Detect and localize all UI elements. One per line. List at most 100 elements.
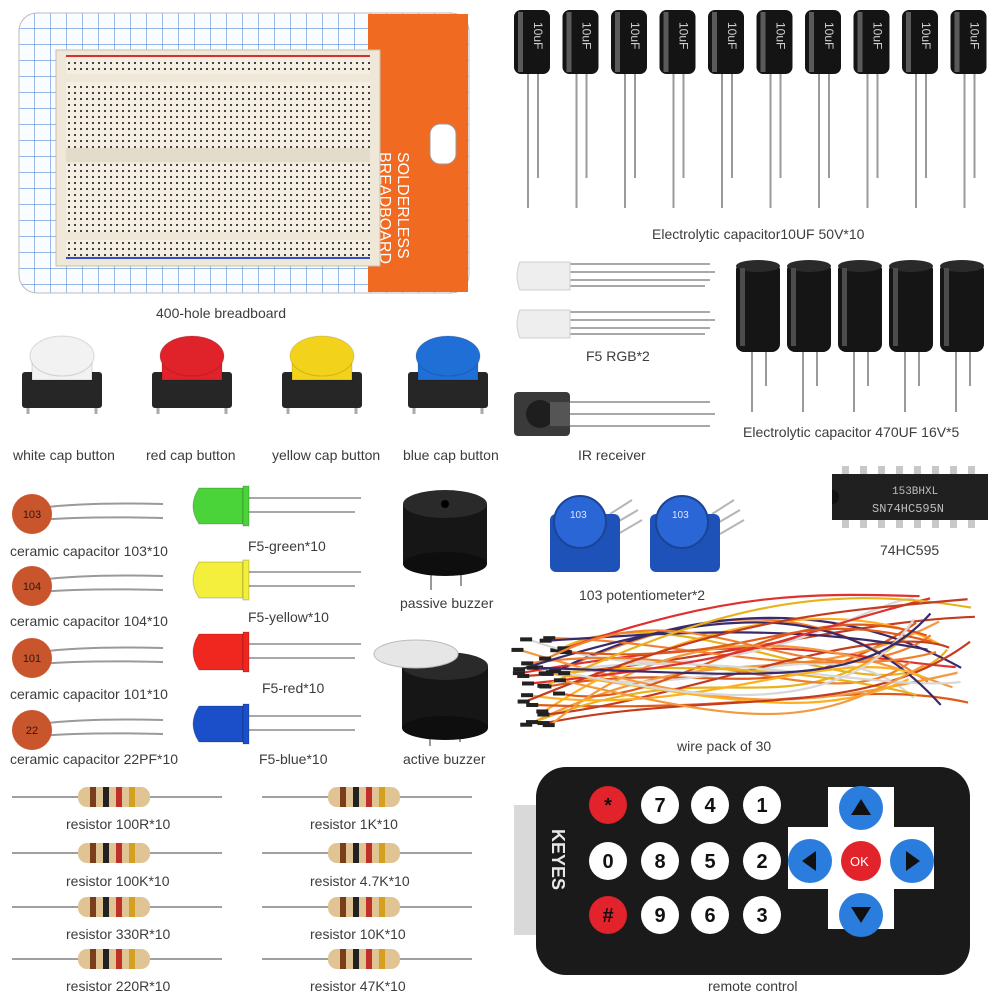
capacitor-10uf: 10uF: [902, 10, 938, 208]
capacitor-10uf-text: 10uF: [580, 22, 594, 49]
remote-key-label: 3: [756, 905, 767, 927]
remote-key-9[interactable]: [641, 896, 679, 934]
passive-buzzer-label: passive buzzer: [400, 595, 494, 611]
resistor-label-47k: resistor 47K*10: [310, 978, 406, 994]
capacitor-10uf-text: 10uF: [628, 22, 642, 49]
ic-label: 74HC595: [880, 542, 940, 558]
resistor-3: [262, 838, 474, 868]
resistor-label-10k: resistor 10K*10: [310, 926, 406, 942]
jumper-wire: [527, 620, 940, 726]
ceramic-code: 103: [23, 509, 41, 521]
capacitor-470uf-label: Electrolytic capacitor 470UF 16V*5: [743, 424, 960, 440]
led-0: [185, 484, 365, 528]
ceramic-capacitors: 103 104 101 22: [0, 490, 180, 770]
wire-tip: [526, 665, 539, 670]
ceramic-label-104: ceramic capacitor 104*10: [10, 613, 168, 629]
push-button-3: [404, 328, 492, 438]
remote-key-label: 9: [654, 905, 665, 927]
resistor-0: [12, 782, 224, 812]
jumper-wire: [549, 667, 917, 696]
wire-tip: [553, 678, 566, 683]
ir-receiver-label: IR receiver: [578, 447, 646, 463]
wire-tip: [521, 661, 534, 666]
capacitor-10uf-text: 10uF: [531, 22, 545, 49]
ceramic-code: 101: [23, 653, 41, 665]
wire-tip: [520, 722, 533, 727]
resistor-6: [12, 944, 224, 974]
wire-tip: [517, 699, 530, 704]
led-label-green: F5-green*10: [248, 538, 326, 554]
capacitor-10uf: 10uF: [708, 10, 744, 208]
remote-key-label: #: [602, 905, 613, 927]
remote-key-2[interactable]: [691, 786, 729, 824]
remote-key-8[interactable]: [589, 896, 627, 934]
remote-key-5[interactable]: [641, 842, 679, 880]
wire-tip: [539, 638, 552, 643]
capacitor-10uf-text: 10uF: [725, 22, 739, 49]
wires-label: wire pack of 30: [677, 738, 772, 754]
ceramic-label-22pf: ceramic capacitor 22PF*10: [10, 751, 179, 767]
wire-tip: [513, 667, 526, 672]
wire-tip: [511, 647, 524, 652]
button-label-yellow: yellow cap button: [272, 447, 381, 463]
potentiometer-cap-text-2: 103: [672, 510, 689, 521]
ceramic-label-101: ceramic capacitor 101*10: [10, 686, 168, 702]
resistor-7: [262, 944, 474, 974]
jumper-wire: [529, 597, 931, 685]
remote-key-0[interactable]: [589, 786, 627, 824]
wire-tip: [537, 712, 550, 717]
remote-key-10[interactable]: [691, 896, 729, 934]
remote-key-11[interactable]: [743, 896, 781, 934]
ceramic-capacitor-2: 101: [8, 634, 173, 684]
capacitor-10uf-label: Electrolytic capacitor10UF 50V*10: [652, 226, 865, 242]
capacitor-10uf-text: 10uF: [822, 22, 836, 49]
remote-key-6[interactable]: [691, 842, 729, 880]
jumper-wire: [567, 627, 933, 656]
jumper-wire: [525, 598, 968, 703]
potentiometer-cap-text-1: 103: [570, 510, 587, 521]
active-buzzer-photo: [370, 636, 500, 748]
remote-ok-key[interactable]: OK: [850, 854, 869, 869]
wire-tip: [521, 693, 534, 698]
capacitor-470uf: [889, 260, 933, 412]
rgb-led-label: F5 RGB*2: [586, 348, 650, 364]
led-3: [185, 702, 365, 746]
capacitor-10uf-text: 10uF: [968, 22, 982, 49]
resistor-2: [12, 838, 224, 868]
capacitor-10uf-text: 10uF: [677, 22, 691, 49]
wire-tip: [559, 650, 572, 655]
capacitor-470uf: [736, 260, 780, 412]
ceramic-code: 104: [23, 581, 41, 593]
wire-tip: [553, 691, 566, 696]
capacitor-10uf: 10uF: [514, 10, 550, 208]
rgb-led-photo: [510, 256, 720, 346]
remote-key-4[interactable]: [589, 842, 627, 880]
ceramic-capacitor-3: 22: [8, 706, 173, 756]
push-button-0: [18, 328, 106, 438]
button-label-white: white cap button: [13, 447, 115, 463]
resistor-4: [12, 892, 224, 922]
jumper-wire: [545, 640, 950, 716]
capacitor-470uf-group: [730, 256, 990, 416]
jumper-wire: [534, 612, 932, 675]
ceramic-code: 22: [26, 725, 38, 737]
jumper-wire: [529, 656, 911, 685]
push-button-1: [148, 328, 236, 438]
ceramic-label-103: ceramic capacitor 103*10: [10, 543, 168, 559]
remote-brand: KEYES: [548, 829, 568, 890]
resistor-1: [262, 782, 474, 812]
resistor-label-4-7k: resistor 4.7K*10: [310, 873, 410, 889]
remote-key-1[interactable]: [641, 786, 679, 824]
capacitor-10uf: 10uF: [562, 10, 599, 208]
remote-key-3[interactable]: [743, 786, 781, 824]
leds: [185, 484, 365, 746]
led-2: [185, 630, 365, 674]
wire-tip: [526, 720, 539, 725]
wire-tip: [550, 648, 563, 653]
wire-tip: [558, 671, 571, 676]
remote-key-7[interactable]: [743, 842, 781, 880]
breadboard-card-text-1: SOLDERLESS: [394, 152, 411, 259]
remote-key-label: 6: [704, 905, 715, 927]
jumper-wire: [528, 666, 925, 702]
capacitor-10uf-text: 10uF: [871, 22, 885, 49]
